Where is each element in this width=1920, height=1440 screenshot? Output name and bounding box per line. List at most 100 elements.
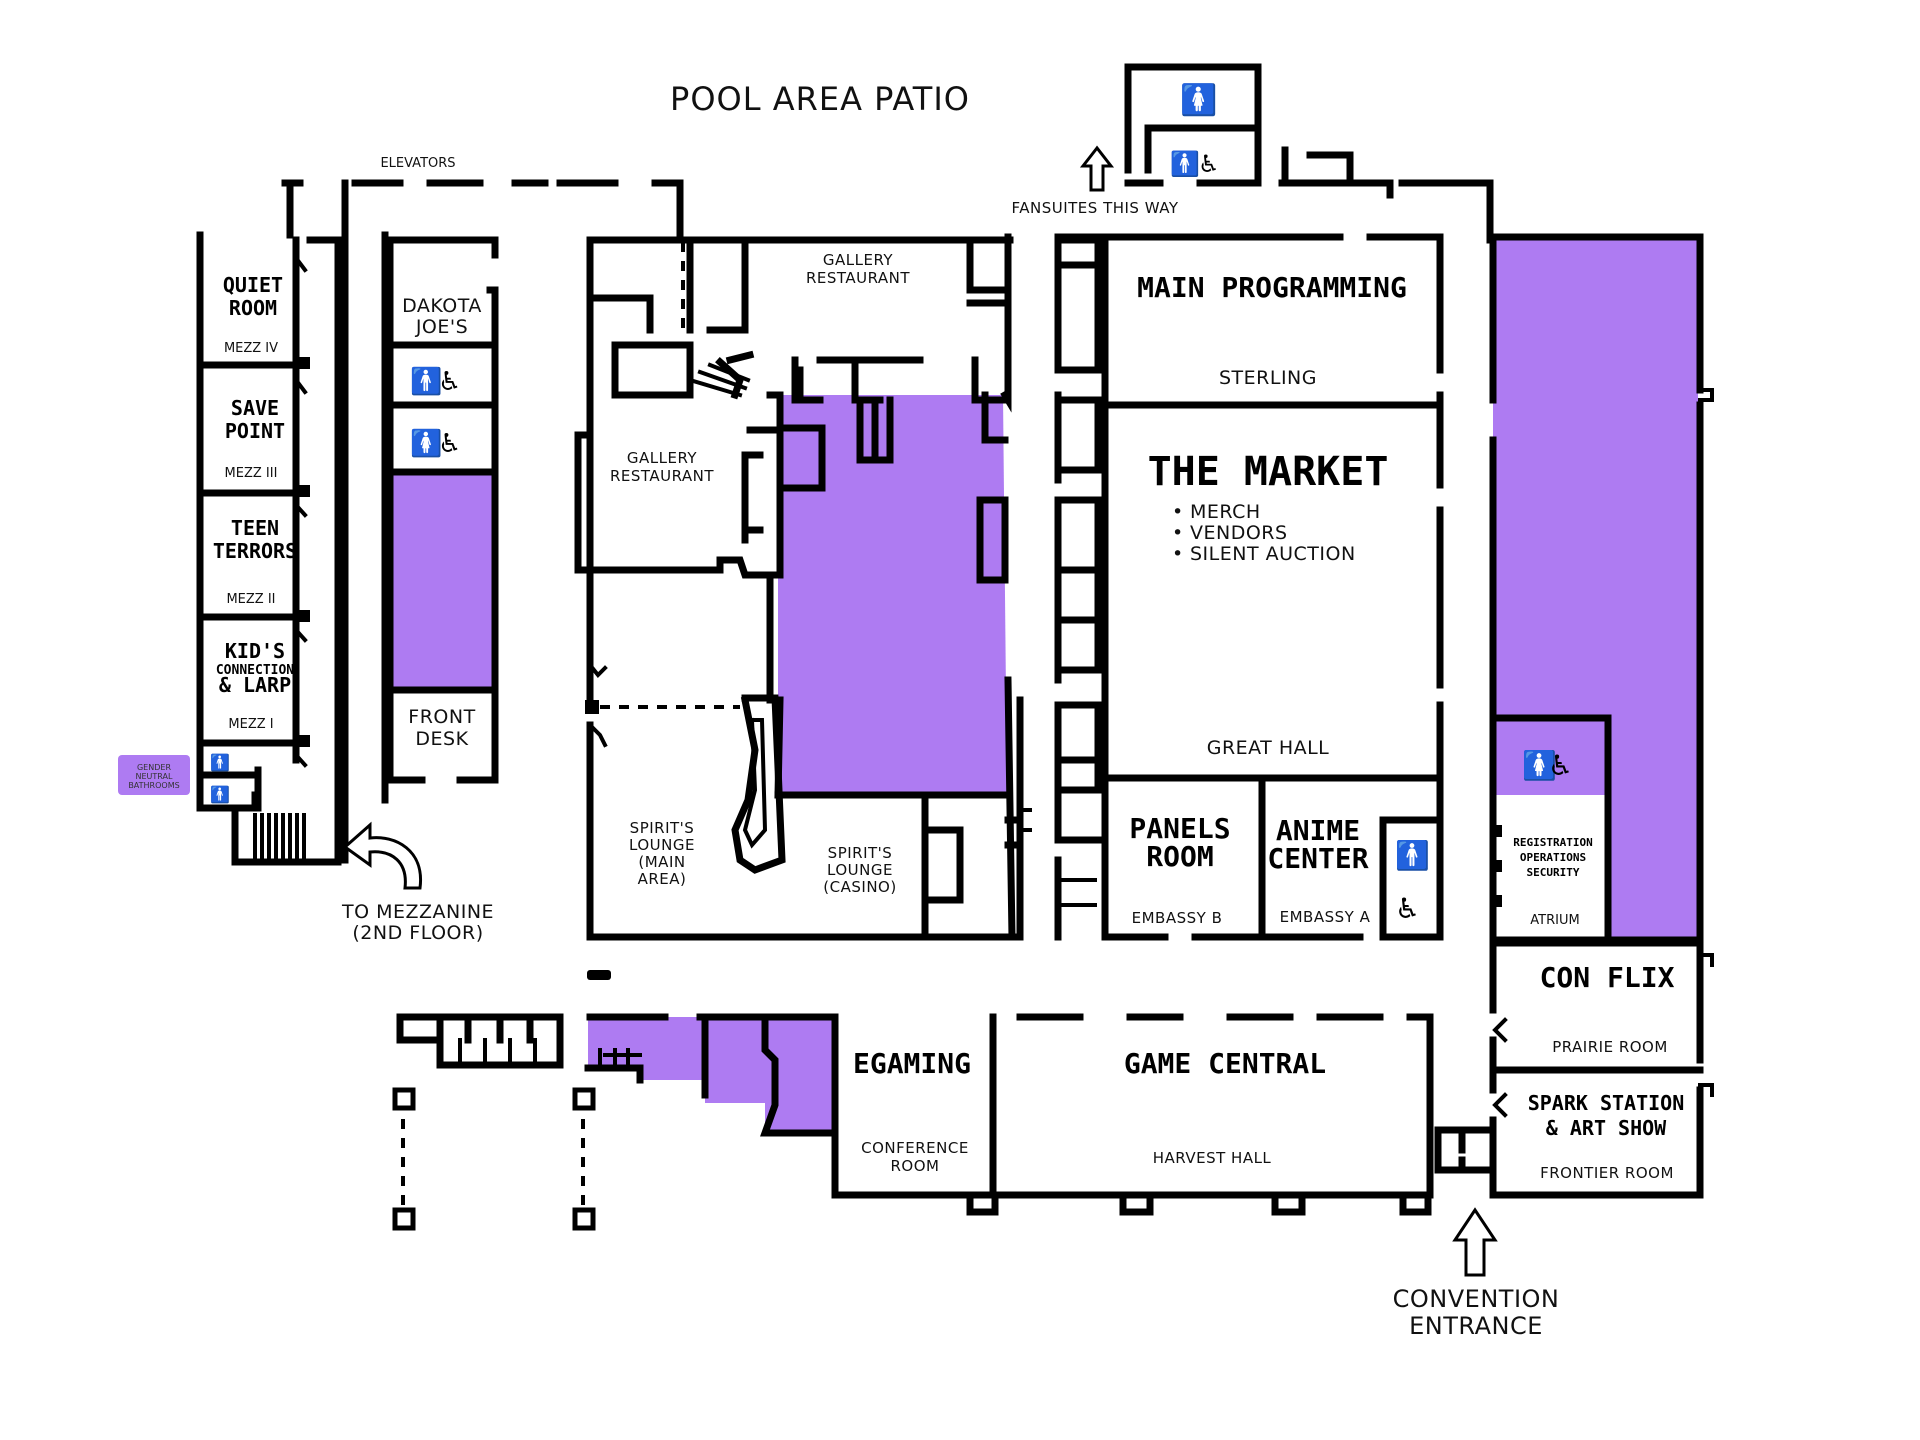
curved-arrow-icon	[342, 821, 422, 890]
door-marker	[298, 357, 310, 369]
left-wing-inner-wall	[196, 236, 300, 764]
door-marker	[298, 610, 310, 622]
highlight-central-hall	[778, 395, 1007, 795]
quiet-room-name-1: QUIET	[223, 273, 283, 297]
kids-connection-name-1: KID'S	[225, 639, 285, 663]
top-right-corridor	[1278, 146, 1494, 244]
spirits-casino-2: LOUNGE	[827, 861, 893, 879]
post	[572, 1087, 596, 1111]
kids-connection-sub: MEZZ I	[228, 717, 273, 732]
con-flix-name: CON FLIX	[1540, 961, 1675, 994]
spirits-casino-walls	[774, 791, 1024, 941]
save-point-sub: MEZZ III	[225, 466, 278, 481]
market-item-bullet-2: •	[1172, 522, 1184, 544]
highlight-south-strip	[588, 1017, 833, 1133]
gallery-diagonal	[687, 362, 751, 398]
con-flix-sub: PRAIRIE ROOM	[1552, 1038, 1668, 1056]
market-item-1: MERCH	[1190, 501, 1261, 523]
spark-station-sub: FRONTIER ROOM	[1540, 1164, 1674, 1182]
spirits-casino-1: SPIRIT'S	[828, 844, 893, 862]
top-left-corridor-wall	[286, 179, 684, 239]
game-central-name: GAME CENTRAL	[1124, 1047, 1326, 1080]
door-marker	[298, 485, 310, 497]
post	[392, 1087, 416, 1111]
gender-neutral-label-1: GENDER	[137, 763, 171, 772]
south-purple-stalls	[598, 1048, 642, 1070]
egaming-walls	[831, 1013, 1434, 1199]
entrance-label-1: CONVENTION	[1393, 1285, 1560, 1313]
dakota-joes-2: JOE'S	[415, 316, 468, 338]
gallery-left-room	[574, 391, 784, 579]
spirits-main-2: LOUNGE	[629, 836, 695, 854]
con-flix-walls	[1489, 939, 1704, 1199]
egaming-sub-1: CONFERENCE	[861, 1139, 969, 1157]
spark-station-name-1: SPARK STATION	[1528, 1091, 1685, 1115]
market-item-3: SILENT AUCTION	[1190, 543, 1356, 565]
teen-terrors-name-1: TEEN	[231, 516, 279, 540]
egaming-sub-2: ROOM	[891, 1157, 940, 1175]
arrow-up-icon	[1452, 1207, 1498, 1277]
anime-center-sub: EMBASSY A	[1280, 908, 1371, 926]
registration-name-3: SECURITY	[1527, 866, 1580, 879]
main-programming-sub: STERLING	[1219, 367, 1317, 389]
registration-name-1: REGISTRATION	[1513, 836, 1592, 849]
highlight-east-small	[1608, 795, 1698, 940]
gallery-top-rooms	[586, 236, 1012, 334]
door-marker	[587, 970, 611, 980]
wheelchair-accessible-icon: ♿	[438, 429, 461, 459]
market-left-small	[1061, 878, 1097, 907]
south-left-stalls	[396, 1013, 564, 1069]
game-central-sub: HARVEST HALL	[1153, 1149, 1272, 1167]
south-left-posts	[401, 1100, 585, 1215]
spirits-right-doors	[1018, 808, 1032, 832]
door-marker	[1490, 825, 1502, 837]
post	[572, 1207, 596, 1231]
highlight-east-tall	[1493, 240, 1698, 795]
female-restroom-icon: 🚺	[1180, 82, 1217, 118]
kids-connection-name-3: & LARP	[219, 673, 291, 697]
arrow-up-icon	[1079, 145, 1115, 192]
spirits-left-doors	[587, 662, 608, 748]
teen-terrors-name-2: TERRORS	[213, 539, 297, 563]
male-restroom-icon: 🚹	[1170, 150, 1200, 178]
east-wing-outer	[1489, 233, 1704, 959]
gallery-restaurant-left-1: GALLERY	[627, 449, 698, 467]
wheelchair-accessible-icon: ♿	[438, 367, 461, 397]
spirits-main-1: SPIRIT'S	[630, 819, 695, 837]
gender-neutral-badge	[118, 755, 190, 795]
spirits-main-4: AREA)	[638, 870, 687, 888]
panels-room-name-1: PANELS	[1129, 812, 1230, 845]
quiet-room-name-2: ROOM	[229, 296, 277, 320]
panels-room-name-2: ROOM	[1146, 840, 1213, 873]
highlight-left-column	[390, 475, 495, 690]
market-item-2: VENDORS	[1190, 522, 1288, 544]
gallery-restaurant-top-1: GALLERY	[823, 251, 894, 269]
entrance-label-2: ENTRANCE	[1409, 1312, 1543, 1340]
market-dividers	[1059, 233, 1444, 941]
fansuites-label: FANSUITES THIS WAY	[1011, 199, 1178, 217]
dakota-joes-1: DAKOTA	[402, 295, 482, 317]
save-point-name-2: POINT	[225, 419, 285, 443]
door-marker	[298, 735, 310, 747]
registration-name-2: OPERATIONS	[1520, 851, 1586, 864]
main-programming-name: MAIN PROGRAMMING	[1137, 271, 1407, 304]
market-item-bullet-3: •	[1172, 543, 1184, 565]
gender-neutral-label-2: NEUTRAL	[136, 772, 173, 781]
wheelchair-accessible-icon: ♿	[1198, 150, 1220, 178]
gallery-right-small	[796, 356, 1009, 584]
gallery-left-rooms	[611, 341, 755, 400]
market-name: THE MARKET	[1148, 449, 1389, 495]
male-restroom-icon: 🚹	[210, 753, 230, 772]
gallery-right-rooms	[776, 356, 1009, 509]
wheelchair-accessible-icon: ♿	[1395, 892, 1420, 925]
pool-area-label: POOL AREA PATIO	[670, 80, 970, 118]
male-restroom-icon: 🚹	[1395, 839, 1430, 872]
anime-center-name-2: CENTER	[1267, 842, 1368, 875]
central-block-outer	[586, 233, 1024, 941]
spirits-bar-inner	[742, 717, 768, 849]
post	[392, 1207, 416, 1231]
market-item-bullet-1: •	[1172, 501, 1184, 523]
egaming-name: EGAMING	[853, 1047, 971, 1080]
save-point-name-1: SAVE	[231, 396, 279, 420]
